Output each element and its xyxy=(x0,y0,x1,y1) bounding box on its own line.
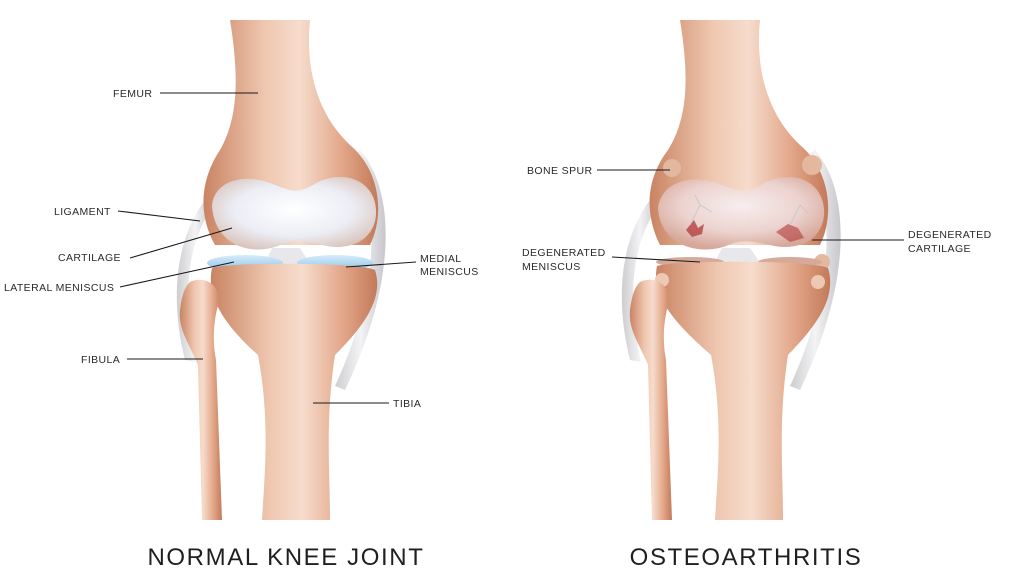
femur-cartilage xyxy=(212,177,377,250)
leader-cartilage xyxy=(129,227,233,259)
caption-normal-knee: NORMAL KNEE JOINT xyxy=(147,544,424,571)
cartilage-damage-mark xyxy=(686,220,704,237)
osteoarthritis-labels: BONE SPUR DEGENERATED MENISCUS DEGENERAT… xyxy=(522,165,992,273)
label-degenerated-cartilage-line2: CARTILAGE xyxy=(908,243,971,255)
label-medial-meniscus-line2: MENISCUS xyxy=(420,266,479,278)
cartilage-crack-lines xyxy=(689,194,809,226)
oa-tibia-bone xyxy=(656,261,831,520)
oa-fibula-bone xyxy=(629,279,672,520)
bone-spur-nodule xyxy=(811,275,825,289)
label-degenerated-meniscus-line1: DEGENERATED xyxy=(522,247,606,259)
label-ligament: LIGAMENT xyxy=(54,206,111,218)
label-tibia: TIBIA xyxy=(393,398,421,410)
tibia-bone xyxy=(210,263,378,520)
label-cartilage: CARTILAGE xyxy=(58,252,121,264)
leader-degenerated-meniscus xyxy=(611,256,701,263)
leader-medial-meniscus xyxy=(345,261,417,268)
osteoarthritis-knee-illustration xyxy=(621,20,841,520)
leader-lateral-meniscus xyxy=(119,261,235,288)
label-fibula: FIBULA xyxy=(81,354,120,366)
caption-osteoarthritis: OSTEOARTHRITIS xyxy=(630,544,863,571)
bone-spur-nodule xyxy=(663,159,681,177)
normal-knee-illustration xyxy=(176,20,386,520)
leader-ligament xyxy=(117,210,201,222)
label-degenerated-meniscus-line2: MENISCUS xyxy=(522,261,581,273)
fibula-bone xyxy=(179,279,222,520)
bone-spur-nodule xyxy=(802,155,822,175)
label-bone-spur: BONE SPUR xyxy=(527,165,592,177)
normal-knee-labels: FEMUR LIGAMENT CARTILAGE LATERAL MENISCU… xyxy=(4,88,479,410)
label-medial-meniscus-line1: MEDIAL xyxy=(420,253,462,265)
label-degenerated-cartilage-line1: DEGENERATED xyxy=(908,229,992,241)
label-femur: FEMUR xyxy=(113,88,152,100)
cartilage-damage-mark xyxy=(776,224,804,242)
label-lateral-meniscus: LATERAL MENISCUS xyxy=(4,282,114,294)
